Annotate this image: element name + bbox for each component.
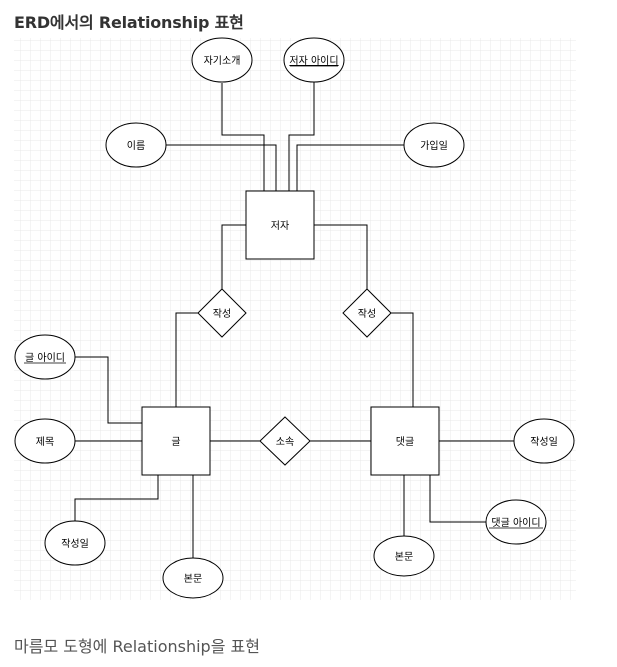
connector-joined — [296, 144, 406, 191]
entity-author-label: 저자 — [271, 220, 289, 232]
relationship-author-comment: 작성 — [342, 288, 392, 338]
connector-author-id — [288, 81, 315, 191]
attribute-post-body-label: 본문 — [184, 573, 202, 585]
connector-author-rel2 — [314, 224, 368, 289]
connector-rel2-comment — [391, 312, 414, 407]
attribute-comment-body-label: 본문 — [395, 551, 413, 563]
attribute-post-id-label: 글 아이디 — [25, 352, 65, 364]
attribute-comment-date-label: 작성일 — [530, 436, 558, 448]
attribute-author-name: 이름 — [105, 122, 167, 168]
relationship-post-comment-label: 소속 — [276, 436, 294, 448]
relationship-author-post-label: 작성 — [213, 308, 231, 320]
connectors — [74, 81, 514, 564]
attribute-post-id: 글 아이디 — [14, 334, 76, 380]
connector-post-date — [74, 475, 159, 521]
connector-comment-id — [429, 475, 487, 523]
connector-name — [166, 144, 277, 191]
attribute-post-title: 제목 — [14, 418, 76, 464]
page-title: ERD에서의 Relationship 표현 — [14, 13, 244, 32]
connector-post-id — [75, 356, 142, 424]
attribute-author-id-label: 저자 아이디 — [289, 55, 338, 67]
relationship-post-comment: 소속 — [259, 416, 311, 466]
attribute-post-title-label: 제목 — [36, 436, 54, 448]
connector-intro — [221, 83, 265, 191]
attribute-comment-id-label: 댓글 아이디 — [491, 517, 540, 529]
attribute-author-id: 저자 아이디 — [283, 37, 345, 83]
relationship-author-comment-label: 작성 — [358, 308, 376, 320]
entity-comment: 댓글 — [370, 406, 440, 476]
connector-rel1-post — [175, 312, 199, 407]
entity-post-label: 글 — [171, 436, 180, 448]
entity-comment-label: 댓글 — [396, 436, 414, 448]
grid-background — [14, 38, 576, 600]
attribute-author-intro: 자기소개 — [191, 37, 253, 83]
attribute-comment-date: 작성일 — [513, 418, 575, 464]
attribute-author-joined-label: 가입일 — [420, 139, 448, 152]
attribute-comment-id: 댓글 아이디 — [485, 499, 547, 545]
attribute-author-intro-label: 자기소개 — [204, 55, 241, 67]
attribute-post-date-label: 작성일 — [61, 538, 89, 550]
relationship-author-post: 작성 — [197, 288, 247, 338]
attribute-author-joined: 가입일 — [403, 122, 465, 168]
caption-text: 마름모 도형에 Relationship을 표현 — [14, 637, 260, 656]
connector-author-rel1 — [221, 224, 246, 289]
entity-post: 글 — [141, 406, 211, 476]
attribute-comment-body: 본문 — [373, 535, 435, 577]
attribute-post-body: 본문 — [162, 557, 224, 599]
attribute-post-date: 작성일 — [44, 520, 106, 566]
entity-author: 저자 — [245, 190, 315, 260]
attribute-author-name-label: 이름 — [127, 140, 145, 152]
